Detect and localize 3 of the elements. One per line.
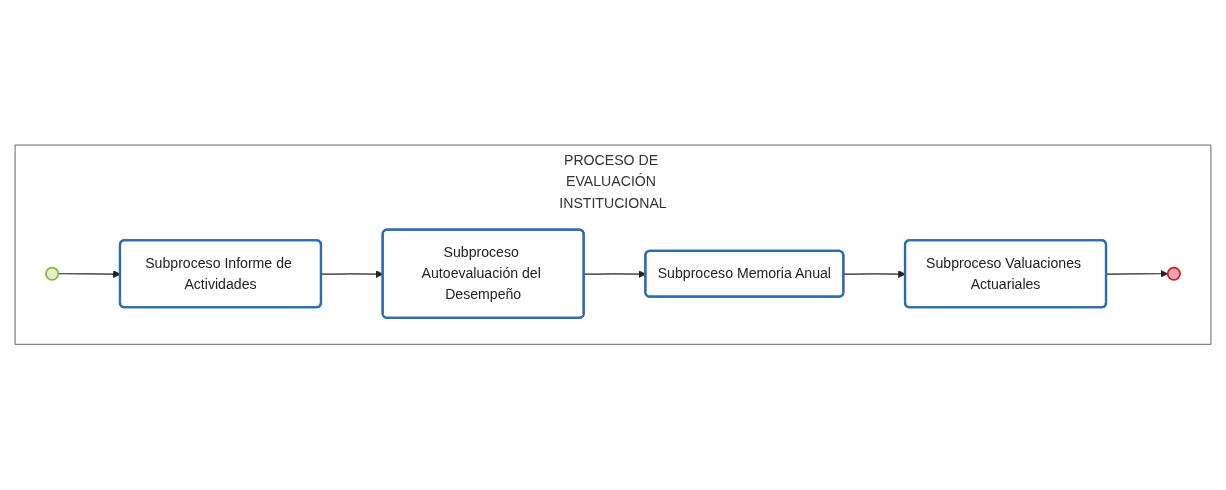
node-circle <box>1166 267 1181 282</box>
arrow <box>843 270 906 279</box>
node-circle <box>45 267 60 282</box>
